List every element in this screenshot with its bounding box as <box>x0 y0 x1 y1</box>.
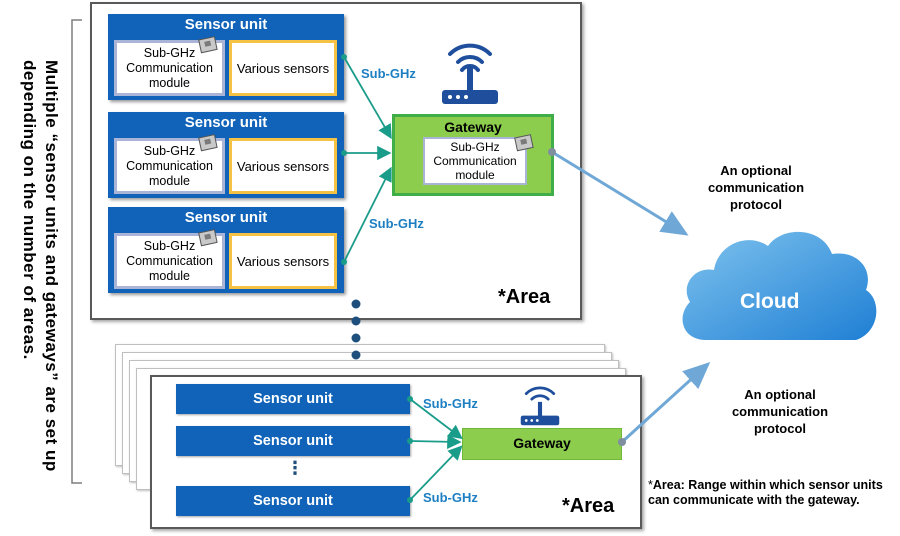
sensor-unit-1: Sensor unit Sub-GHz Communication module… <box>108 14 344 100</box>
chip-icon <box>198 36 218 54</box>
sensor-unit-bar: Sensor unit <box>176 426 410 456</box>
side-caption: Multiple “sensor units and gateways” are… <box>20 60 61 472</box>
link-label-subghz: Sub-GHz <box>423 396 478 411</box>
area-bracket <box>71 19 82 484</box>
link-label-subghz: Sub-GHz <box>361 66 416 81</box>
various-sensors-box: Various sensors <box>229 233 337 289</box>
chip-icon <box>198 229 218 247</box>
chip-icon <box>198 134 218 152</box>
gateway-bottom: Gateway <box>462 428 622 460</box>
area-label-bottom: *Area <box>562 495 615 517</box>
optional-protocol-label: An optional communication protocol <box>707 163 805 212</box>
various-sensors-box: Various sensors <box>229 138 337 194</box>
area-footnote: *Area: Range within which sensor units c… <box>648 478 888 508</box>
ellipsis: ⋮ <box>286 458 304 478</box>
footnote-text: Area: Range within which sensor units ca… <box>648 478 883 507</box>
wifi-router-icon <box>520 386 560 426</box>
cloud-icon <box>682 231 877 340</box>
sensor-unit-title: Sensor unit <box>184 16 268 33</box>
continuation-dots <box>351 299 361 360</box>
sensor-unit-bar: Sensor unit <box>176 384 410 414</box>
sensor-unit-2: Sensor unit Sub-GHz Communication module… <box>108 112 344 198</box>
sensor-unit-title: Sensor unit <box>184 114 268 131</box>
optional-protocol-label: An optional communication protocol <box>731 387 829 436</box>
communication-module: Sub-GHz Communication module <box>114 233 225 289</box>
sensor-unit-3: Sensor unit Sub-GHz Communication module… <box>108 207 344 293</box>
various-sensors-box: Various sensors <box>229 40 337 96</box>
cloud-label: Cloud <box>740 290 800 313</box>
area-label-top: *Area <box>498 286 551 308</box>
gateway-title: Gateway <box>444 119 502 135</box>
chip-icon <box>514 134 534 152</box>
sensor-unit-title: Sensor unit <box>184 209 268 226</box>
gateway-top: Gateway Sub-GHz Communication module <box>392 114 554 196</box>
footnote-marker: * <box>648 478 653 492</box>
sensor-unit-bar: Sensor unit <box>176 486 410 516</box>
gateway-communication-module: Sub-GHz Communication module <box>423 137 527 185</box>
link-label-subghz: Sub-GHz <box>423 490 478 505</box>
wifi-router-icon <box>442 43 498 104</box>
link-label-subghz: Sub-GHz <box>369 216 424 231</box>
